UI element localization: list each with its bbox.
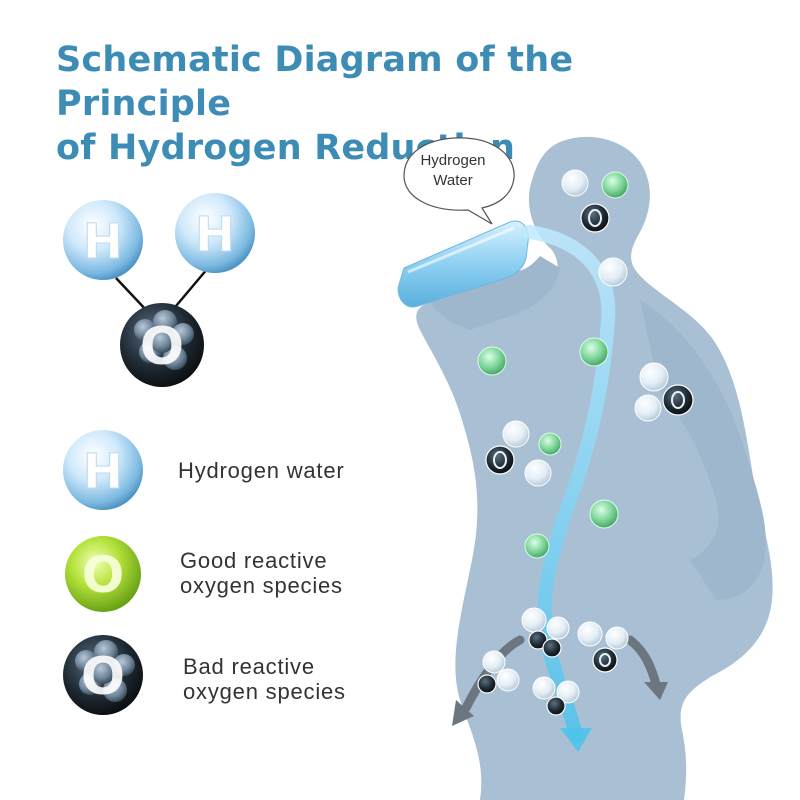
legend-bad-oxygen-letter: O	[81, 647, 125, 707]
body-particles	[477, 169, 694, 716]
legend-good-oxygen-line-1: Good reactive	[180, 548, 328, 573]
molecule-h-left-label: H	[83, 214, 123, 270]
legend-bad-oxygen-line-2: oxygen species	[183, 679, 346, 704]
speech-bubble	[403, 137, 515, 225]
legend-hydrogen-line-1: Hydrogen water	[178, 458, 345, 483]
molecule-h-right-label: H	[195, 207, 235, 263]
legend-good-oxygen-line-2: oxygen species	[180, 573, 343, 598]
molecule-hydrogen-atom-right	[175, 193, 255, 273]
legend-bad-oxygen-label: Bad reactive oxygen species	[183, 654, 346, 704]
bad-oxygen-particle	[477, 203, 694, 716]
water-molecule: H H O	[63, 193, 255, 387]
hydrogen-particle	[482, 169, 669, 704]
legend-hydrogen-letter: H	[83, 444, 123, 500]
good-oxygen-icon	[65, 536, 141, 612]
hydrogen-icon	[63, 430, 143, 510]
legend-hydrogen-label: Hydrogen water	[178, 458, 345, 483]
water-bottle	[397, 220, 529, 308]
speech-bubble-line-2: Water	[433, 172, 473, 189]
molecule-hydrogen-atom-left	[63, 200, 143, 280]
title-line-1: Schematic Diagram of the Principle	[56, 40, 574, 124]
speech-bubble-line-1: Hydrogen	[420, 152, 486, 169]
legend-icons: H O O	[63, 430, 143, 715]
speech-bubble-text: Hydrogen Water	[410, 151, 496, 191]
legend-good-oxygen-letter: O	[82, 546, 125, 604]
good-oxygen-particle	[477, 171, 629, 559]
legend-bad-oxygen-line-1: Bad reactive	[183, 654, 315, 679]
legend-good-oxygen-label: Good reactive oxygen species	[180, 548, 343, 598]
molecule-o-label: O	[140, 317, 184, 377]
